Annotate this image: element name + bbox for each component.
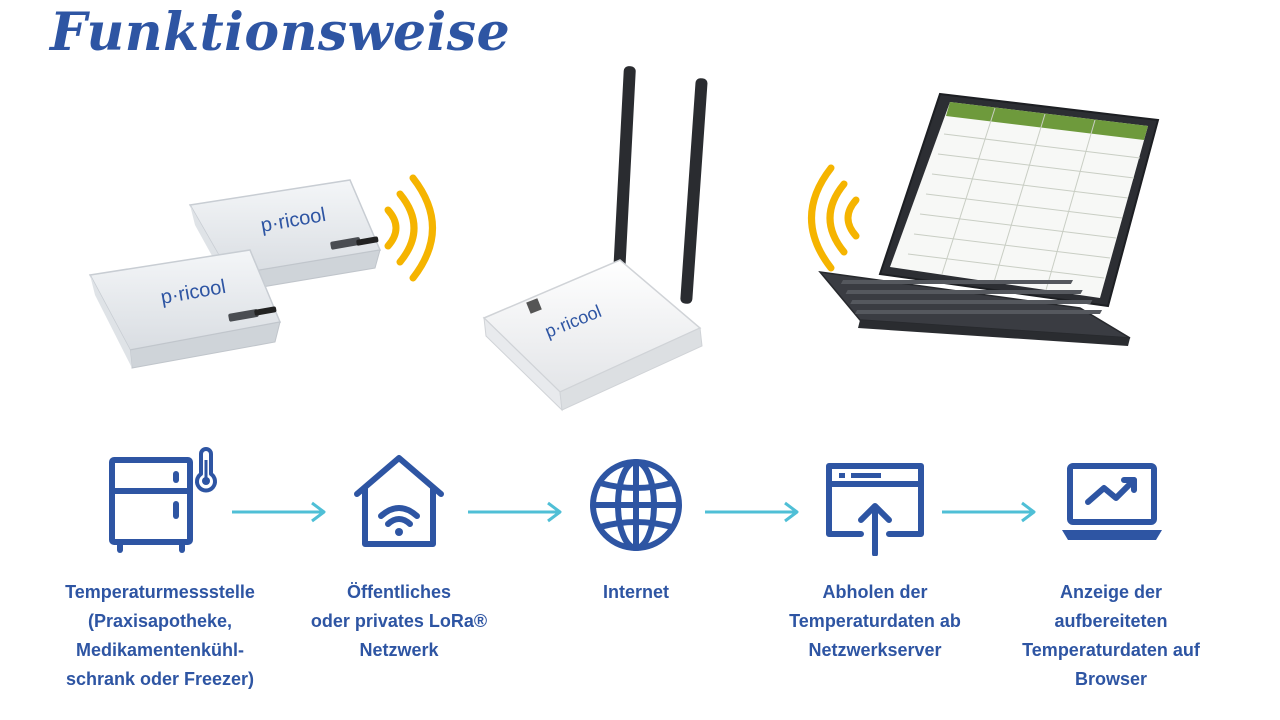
- step-label-network: Öffentliches oder privates LoRa® Netzwer…: [310, 582, 488, 660]
- laptop-chart-icon: [1062, 463, 1162, 540]
- product-illustration: p·ricool p·ricool: [0, 60, 1280, 420]
- sensor-device-front: p·ricool: [88, 249, 282, 369]
- step-label-internet: Internet: [602, 582, 669, 602]
- house-wifi-icon: [354, 455, 444, 547]
- product-illustration-svg: p·ricool p·ricool: [88, 66, 1160, 412]
- globe-icon: [590, 459, 682, 551]
- signal-waves-right: [808, 164, 860, 272]
- flow-arrow-1: [232, 501, 326, 523]
- flow-arrow-4: [942, 501, 1036, 523]
- page-title: Funktionsweise: [50, 2, 511, 63]
- fridge-thermometer-icon: [109, 447, 217, 553]
- flow-arrow-2: [468, 501, 562, 523]
- signal-waves-left: [384, 174, 436, 282]
- tablet-device: [818, 92, 1160, 346]
- browser-upload-icon: [826, 463, 924, 556]
- step-label-fetch: Abholen der Temperaturdaten ab Netzwerks…: [789, 582, 961, 660]
- flow-arrow-3: [705, 501, 799, 523]
- step-label-measurement: Temperaturmessstelle (Praxisapotheke, Me…: [65, 582, 255, 689]
- step-label-display: Anzeige der aufbereiteten Temperaturdate…: [1022, 582, 1200, 689]
- lora-gateway: p·ricool: [482, 66, 708, 412]
- sensor-devices: p·ricool p·ricool: [88, 179, 382, 369]
